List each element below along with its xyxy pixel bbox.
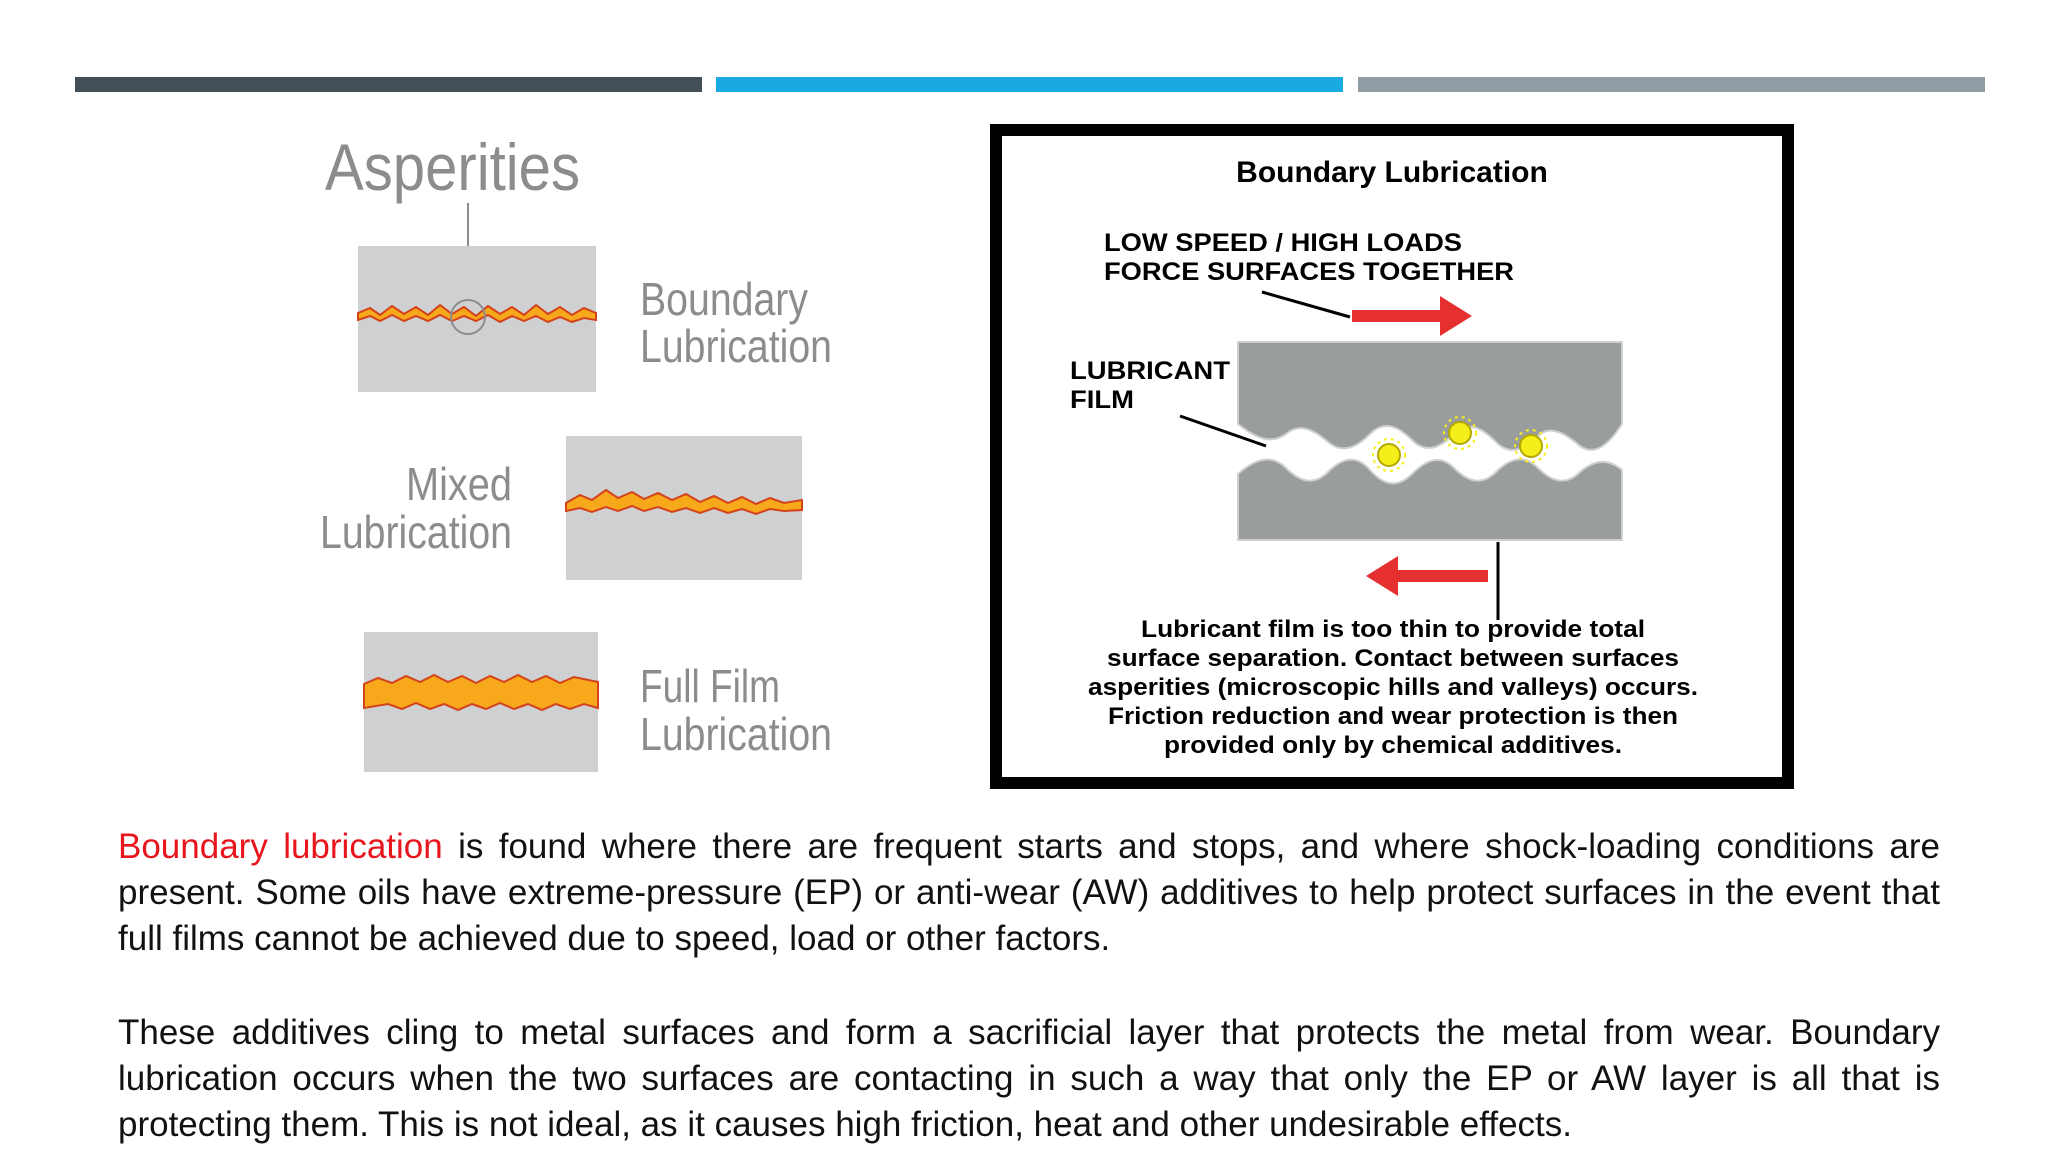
caption-line-3: asperities (microscopic hills and valley…: [1088, 674, 1698, 701]
load-label-line2: FORCE SURFACES TOGETHER: [1104, 258, 1514, 286]
force-arrow-right-icon: [1352, 296, 1472, 336]
paragraph-boundary-intro: Boundary lubrication is found where ther…: [118, 824, 1940, 962]
header-bar-dark: [75, 77, 702, 92]
boundary-label-line1: Boundary: [640, 273, 808, 325]
highlight-term: Boundary lubrication: [118, 827, 443, 866]
boundary-film: [357, 303, 597, 324]
paragraph-1-text: is found where there are frequent starts…: [118, 827, 1940, 958]
paragraph-additives: These additives cling to metal surfaces …: [118, 1013, 1940, 1144]
full-film-label-line2: Lubrication: [640, 708, 832, 760]
boundary-label-line2: Lubrication: [640, 320, 832, 372]
asperity-highlight-circle: [450, 299, 486, 335]
mixed-film: [565, 488, 803, 516]
boundary-lubrication-diagram: Boundary Lubrication LOW SPEED / HIGH LO…: [990, 124, 1794, 789]
full-film-layer: [363, 673, 599, 712]
lubrication-regimes-figure: Asperities Boundary Lubrication Mixed Lu…: [320, 130, 832, 772]
upper-metal-surface: [1237, 341, 1623, 451]
caption-line-2: surface separation. Contact between surf…: [1107, 645, 1679, 672]
caption-line-1: Lubricant film is too thin to provide to…: [1141, 616, 1645, 643]
mixed-label-line1: Mixed: [406, 458, 512, 510]
lower-metal-surface: [1237, 458, 1623, 541]
additive-particle-1: [1372, 438, 1406, 472]
caption-line-4: Friction reduction and wear protection i…: [1108, 703, 1678, 730]
full-film-label-line1: Full Film: [640, 660, 780, 712]
header-bar-gray: [1358, 77, 1985, 92]
additive-particle-2: [1443, 416, 1477, 450]
caption-line-5: provided only by chemical additives.: [1164, 732, 1622, 759]
additive-particle-3: [1514, 429, 1548, 463]
film-label-line1: LUBRICANT: [1070, 357, 1230, 385]
mixed-label-line2: Lubrication: [320, 506, 512, 558]
load-label-line1: LOW SPEED / HIGH LOADS: [1104, 229, 1462, 257]
asperities-title: Asperities: [325, 130, 580, 204]
load-pointer-line: [1261, 290, 1351, 319]
diagram-title: Boundary Lubrication: [1236, 156, 1548, 189]
force-arrow-left-icon: [1366, 556, 1488, 596]
film-label-line2: FILM: [1070, 386, 1134, 414]
header-bar-blue: [716, 77, 1343, 92]
film-pointer-line: [1179, 414, 1267, 448]
